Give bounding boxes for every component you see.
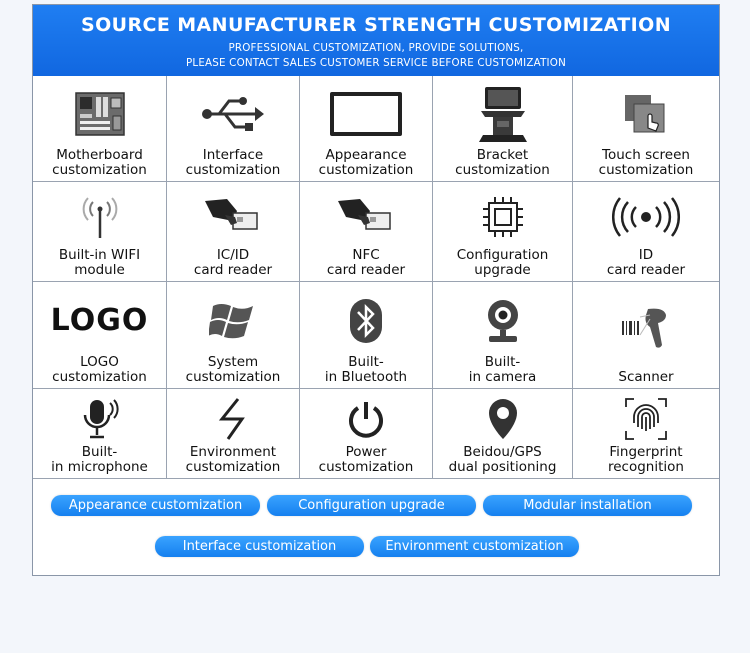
- webcam-icon: [487, 299, 518, 342]
- customization-panel: SOURCE MANUFACTURER STRENGTH CUSTOMIZATI…: [32, 4, 720, 576]
- tag-environment-customization[interactable]: Environment customization: [370, 536, 579, 557]
- usb-icon: [202, 97, 264, 131]
- feature-label: Built-in Bluetooth: [324, 354, 408, 385]
- windows-icon: [209, 303, 253, 338]
- feature-label: Scanner: [618, 369, 674, 385]
- feature-cell-microphone: Built-in microphone: [33, 389, 167, 479]
- banner-subtitle-line1: PROFESSIONAL CUSTOMIZATION, PROVIDE SOLU…: [228, 42, 524, 54]
- banner-subtitle-line2: PLEASE CONTACT SALES CUSTOMER SERVICE BE…: [185, 57, 567, 69]
- kiosk-stand-icon: [478, 87, 527, 142]
- wifi-antenna-icon: [82, 197, 117, 238]
- power-icon: [349, 402, 383, 438]
- banner-title: SOURCE MANUFACTURER STRENGTH CUSTOMIZATI…: [81, 14, 671, 36]
- tag-configuration-upgrade[interactable]: Configuration upgrade: [267, 495, 476, 516]
- feature-cell-bluetooth: Built-in Bluetooth: [300, 282, 433, 389]
- motherboard-icon: [74, 92, 125, 136]
- tag-modular-installation[interactable]: Modular installation: [483, 495, 692, 516]
- feature-label: Built-in camera: [468, 354, 537, 385]
- microphone-icon: [83, 399, 119, 439]
- tag-interface-customization[interactable]: Interface customization: [155, 536, 364, 557]
- nfc-card-icon: [338, 199, 391, 230]
- feature-label: Built-in microphone: [51, 444, 148, 475]
- feature-cell-camera: Built-in camera: [433, 282, 573, 389]
- location-pin-icon: [488, 399, 517, 439]
- lightning-icon: [218, 398, 245, 440]
- touch-screen-icon: [625, 95, 665, 133]
- feature-cell-scanner: Scanner: [573, 282, 719, 389]
- customization-tags: Appearance customization Configuration u…: [33, 479, 719, 575]
- barcode-scanner-icon: [622, 308, 666, 348]
- chip-icon: [482, 197, 523, 237]
- bluetooth-icon: [350, 298, 382, 343]
- signal-waves-icon: [611, 197, 681, 237]
- logo-text-icon: LOGO: [50, 303, 149, 338]
- header-banner: SOURCE MANUFACTURER STRENGTH CUSTOMIZATI…: [33, 5, 719, 76]
- fingerprint-icon: [625, 398, 667, 440]
- screen-frame-icon: [330, 92, 402, 136]
- tag-appearance-customization[interactable]: Appearance customization: [51, 495, 260, 516]
- card-reader-icon: [205, 199, 258, 230]
